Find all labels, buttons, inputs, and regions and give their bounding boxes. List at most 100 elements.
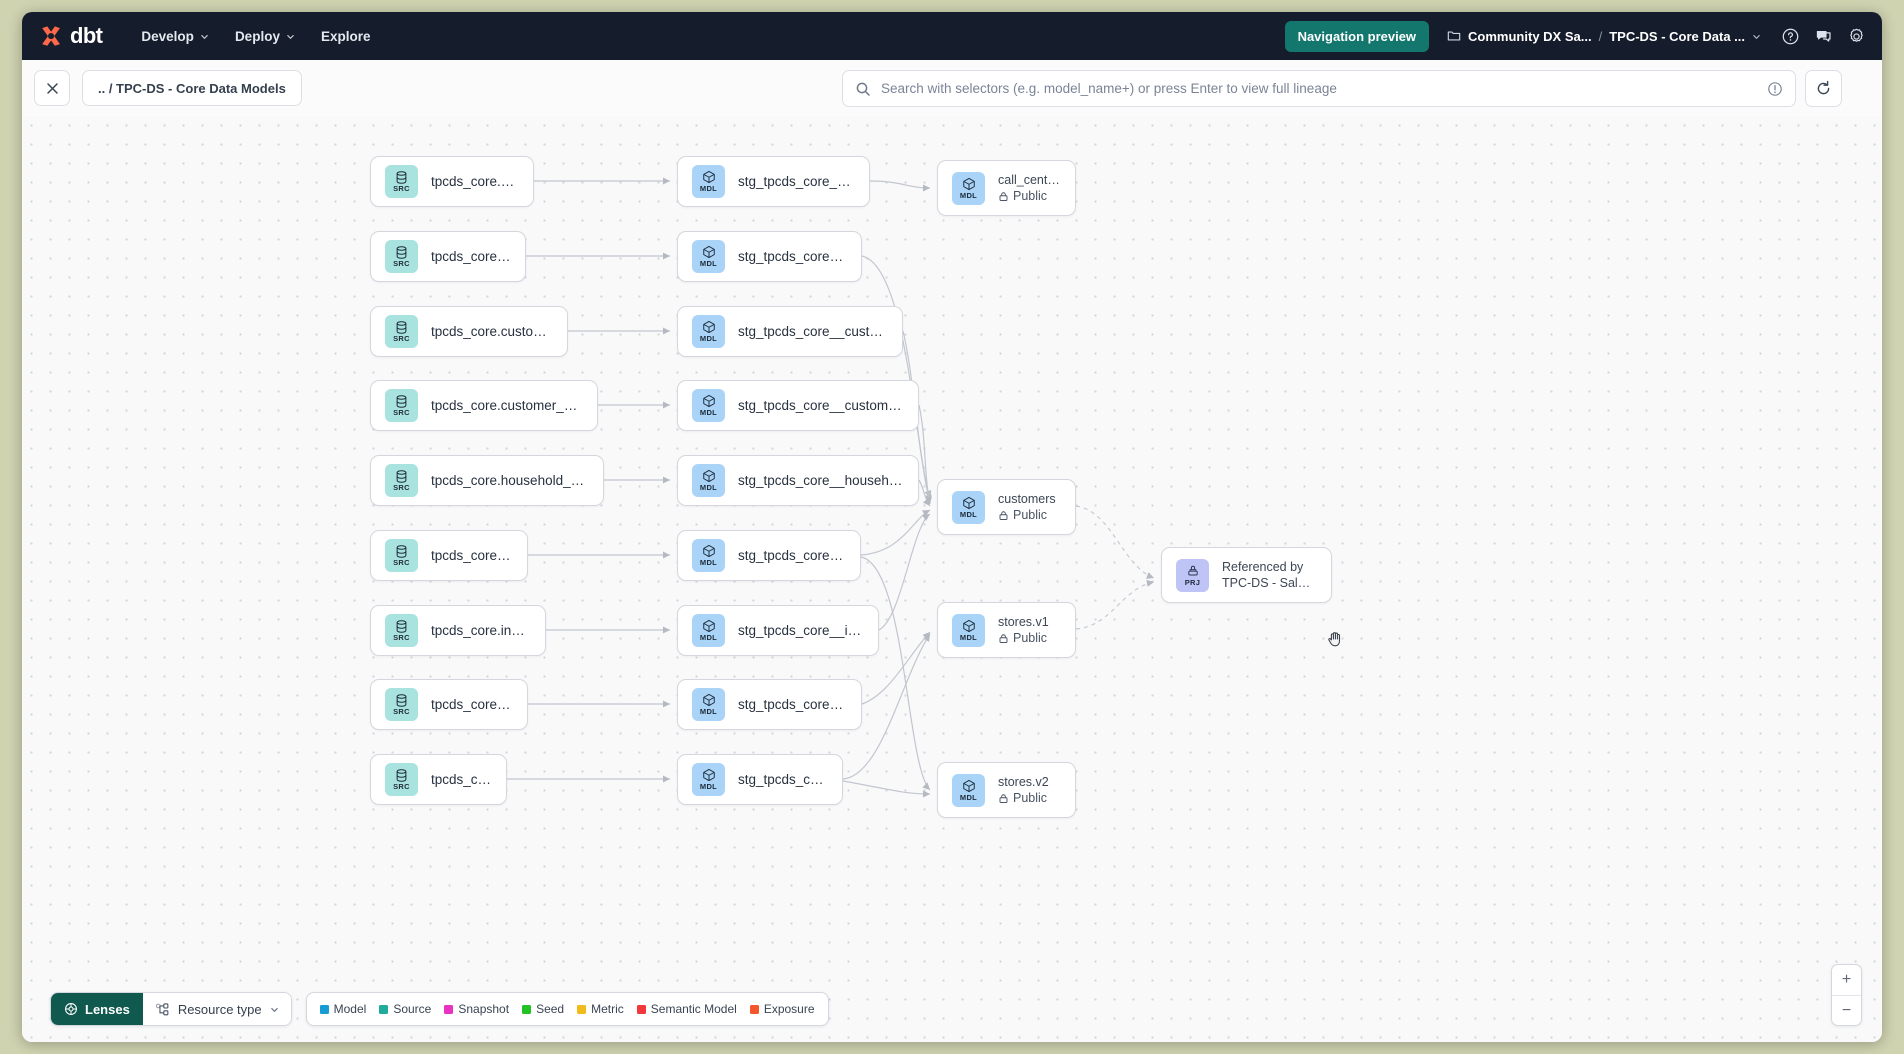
node-text: tpcds_core.store bbox=[431, 772, 506, 787]
node-label: stg_tpcds_core__customer_demogra... bbox=[738, 398, 904, 413]
lineage-node-source[interactable]: SRC tpcds_core.customer_address bbox=[370, 306, 568, 357]
model-type-tag: MDL bbox=[959, 792, 978, 802]
node-label: tpcds_core.store bbox=[431, 772, 492, 787]
node-label: tpcds_core.income_band bbox=[431, 623, 531, 638]
lineage-node-source[interactable]: SRC tpcds_core.date_dim bbox=[370, 530, 528, 581]
lenses-button[interactable]: Lenses bbox=[51, 993, 143, 1025]
legend-label: Source bbox=[393, 1002, 432, 1016]
source-type-tag: SRC bbox=[393, 781, 410, 791]
source-type-icon: SRC bbox=[385, 240, 418, 273]
dbt-wordmark: dbt bbox=[70, 23, 103, 48]
search-box[interactable] bbox=[842, 70, 1796, 107]
legend-swatch bbox=[577, 1004, 587, 1014]
search-input[interactable] bbox=[881, 81, 1757, 96]
node-text: tpcds_core.customer_demographics bbox=[431, 398, 597, 413]
lineage-node-referenced-by[interactable]: PRJ Referenced by TPC-DS - Sales Analyti… bbox=[1161, 547, 1332, 603]
model-type-tag: MDL bbox=[699, 633, 718, 643]
lineage-node-model-mart[interactable]: MDL stores.v1 Public bbox=[937, 602, 1076, 658]
node-label: stg_tpcds_core__household_demogr... bbox=[738, 473, 904, 488]
lineage-node-model-staging[interactable]: MDL stg_tpcds_core__customer_demogra... bbox=[677, 380, 919, 431]
source-type-tag: SRC bbox=[393, 706, 410, 716]
lineage-node-model-staging[interactable]: MDL stg_tpcds_core__call_center bbox=[677, 156, 870, 207]
lineage-node-source[interactable]: SRC tpcds_core.customer_demographics bbox=[370, 380, 598, 431]
node-label: tpcds_core.household_demographics bbox=[431, 473, 589, 488]
source-type-icon: SRC bbox=[385, 464, 418, 497]
source-type-icon: SRC bbox=[385, 763, 418, 796]
lineage-node-model-staging[interactable]: MDL stg_tpcds_core__date_dim bbox=[677, 530, 861, 581]
legend-swatch bbox=[379, 1004, 389, 1014]
close-lineage-button[interactable] bbox=[34, 70, 70, 106]
lineage-node-model-mart[interactable]: MDL customers Public bbox=[937, 479, 1076, 535]
database-icon bbox=[396, 693, 407, 707]
top-navbar: dbt Develop Deploy Explore Navigation pr… bbox=[22, 12, 1882, 60]
breadcrumb-account[interactable]: Community DX Sa... bbox=[1468, 28, 1592, 44]
help-icon[interactable] bbox=[1781, 27, 1800, 46]
node-label: stg_tpcds_core__call_center bbox=[738, 174, 855, 189]
lineage-node-model-staging[interactable]: MDL stg_tpcds_core__store bbox=[677, 754, 843, 805]
dbt-logo[interactable]: dbt bbox=[38, 23, 103, 50]
node-label: tpcds_core.customer_address bbox=[431, 324, 553, 339]
lock-icon bbox=[999, 793, 1008, 803]
lineage-node-model-staging[interactable]: MDL stg_tpcds_core__household_demogr... bbox=[677, 455, 919, 506]
lineage-node-source[interactable]: SRC tpcds_core.income_band bbox=[370, 605, 546, 656]
nav-item-explore[interactable]: Explore bbox=[312, 23, 380, 50]
model-type-tag: MDL bbox=[699, 782, 718, 792]
navbar-right-group: Navigation preview Community DX Sa... / … bbox=[1284, 20, 1882, 52]
lineage-node-model-staging[interactable]: MDL stg_tpcds_core__inventory bbox=[677, 679, 862, 730]
model-type-tag: MDL bbox=[959, 632, 978, 642]
node-text: stg_tpcds_core__income_band bbox=[738, 623, 878, 638]
lineage-node-source[interactable]: SRC tpcds_core.inventory bbox=[370, 679, 528, 730]
lineage-node-source[interactable]: SRC tpcds_core.store bbox=[370, 754, 507, 805]
settings-icon[interactable] bbox=[1847, 27, 1866, 46]
navigation-preview-button[interactable]: Navigation preview bbox=[1284, 20, 1430, 52]
model-type-tag: MDL bbox=[959, 190, 978, 200]
source-type-icon: SRC bbox=[385, 165, 418, 198]
legend-swatch bbox=[319, 1004, 329, 1014]
lineage-node-model-mart[interactable]: MDL call_centers Public bbox=[937, 160, 1076, 216]
cube-icon bbox=[702, 171, 715, 184]
cube-icon bbox=[702, 395, 715, 408]
info-icon[interactable] bbox=[1767, 81, 1783, 97]
legend-label: Metric bbox=[591, 1002, 624, 1016]
breadcrumb-project[interactable]: TPC-DS - Core Data ... bbox=[1609, 28, 1745, 44]
database-icon bbox=[396, 544, 407, 558]
refresh-lineage-button[interactable] bbox=[1805, 70, 1842, 107]
node-text: Referenced by TPC-DS - Sales Analytics bbox=[1222, 560, 1331, 590]
node-text: stores.v2 Public bbox=[998, 775, 1063, 805]
lineage-node-model-staging[interactable]: MDL stg_tpcds_core__customer bbox=[677, 231, 862, 282]
node-text: stg_tpcds_core__customer_address bbox=[738, 324, 902, 339]
cube-icon bbox=[702, 545, 715, 558]
model-type-icon: MDL bbox=[952, 490, 985, 524]
feedback-icon[interactable] bbox=[1814, 27, 1833, 46]
resource-type-icon bbox=[155, 1002, 169, 1015]
lineage-toolbar: .. / TPC-DS - Core Data Models bbox=[22, 60, 1882, 116]
lineage-node-model-staging[interactable]: MDL stg_tpcds_core__income_band bbox=[677, 605, 879, 656]
node-text: tpcds_core.inventory bbox=[431, 697, 527, 712]
nav-item-develop[interactable]: Develop bbox=[132, 23, 218, 50]
legend-item-source: Source bbox=[379, 1002, 431, 1016]
node-label: tpcds_core.date_dim bbox=[431, 548, 513, 563]
chevron-down-icon[interactable] bbox=[1752, 32, 1761, 41]
legend-swatch bbox=[636, 1004, 646, 1014]
lineage-canvas[interactable]: SRC tpcds_core.call_center SRC tpcds_cor… bbox=[22, 116, 1882, 1042]
zoom-out-button[interactable]: − bbox=[1832, 995, 1861, 1025]
node-label: stores.v1 bbox=[998, 615, 1049, 629]
node-text: stg_tpcds_core__date_dim bbox=[738, 548, 860, 563]
model-type-icon: MDL bbox=[692, 389, 725, 422]
resource-type-button[interactable]: Resource type bbox=[142, 993, 291, 1025]
nav-item-deploy[interactable]: Deploy bbox=[226, 23, 304, 50]
lineage-node-source[interactable]: SRC tpcds_core.call_center bbox=[370, 156, 534, 207]
model-type-tag: MDL bbox=[959, 509, 978, 519]
cube-icon bbox=[702, 694, 715, 707]
zoom-in-button[interactable]: + bbox=[1841, 971, 1852, 988]
source-type-icon: SRC bbox=[385, 389, 418, 422]
node-text: tpcds_core.date_dim bbox=[431, 548, 527, 563]
model-type-icon: MDL bbox=[952, 171, 985, 205]
cube-icon bbox=[702, 620, 715, 633]
lineage-breadcrumb-button[interactable]: .. / TPC-DS - Core Data Models bbox=[82, 70, 302, 106]
lineage-node-source[interactable]: SRC tpcds_core.household_demographics bbox=[370, 455, 604, 506]
lineage-node-source[interactable]: SRC tpcds_core.customer bbox=[370, 231, 526, 282]
lineage-node-model-mart[interactable]: MDL stores.v2 Public bbox=[937, 762, 1076, 818]
lineage-node-model-staging[interactable]: MDL stg_tpcds_core__customer_address bbox=[677, 306, 903, 357]
zoom-controls: + − bbox=[1831, 964, 1862, 1026]
